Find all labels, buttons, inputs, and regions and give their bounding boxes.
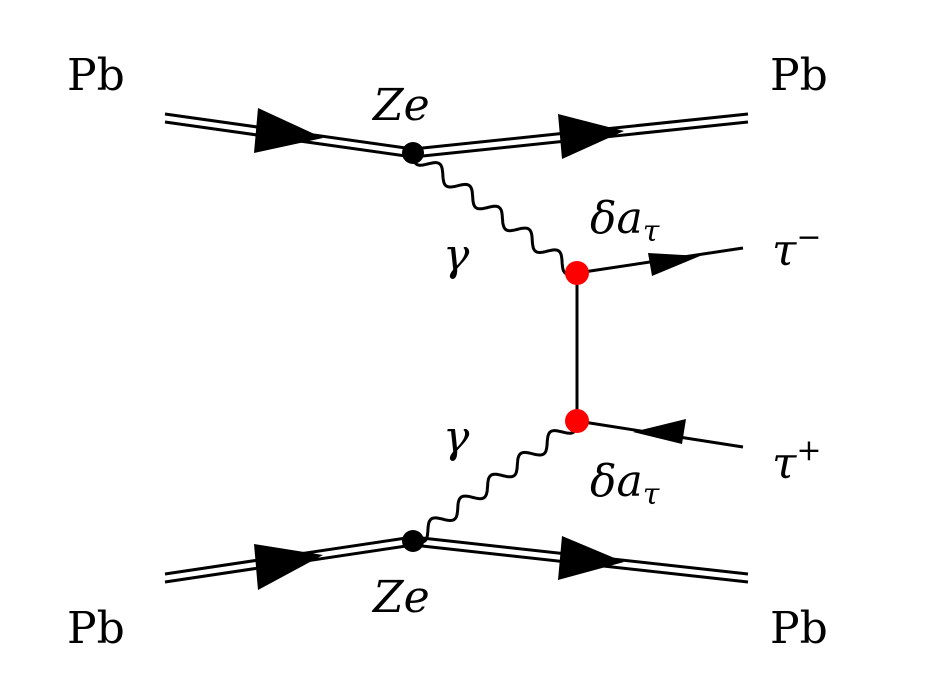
arrow-pb-top-out (558, 114, 624, 159)
delta-a-text: δa (590, 456, 643, 507)
vertex-pb-top (402, 142, 424, 164)
label-delta-a-tau-bottom: δaτ (590, 456, 660, 512)
tau-subscript: τ (643, 214, 660, 249)
label-pb-bottom-left: Pb (67, 603, 125, 654)
label-ze-top: Ze (371, 80, 430, 131)
tau-subscript: τ (643, 477, 660, 512)
arrow-tau-plus (633, 419, 686, 444)
photon-bottom (412, 420, 579, 544)
tau-text: τ (772, 438, 797, 489)
label-tau-minus: τ− (772, 220, 821, 276)
plus-superscript: + (796, 433, 821, 468)
photon-top (411, 152, 578, 276)
label-gamma-bottom: γ (443, 412, 470, 463)
vertex-tau-bottom (565, 409, 589, 433)
label-gamma-top: γ (443, 230, 470, 281)
minus-superscript: − (796, 220, 821, 255)
vertex-tau-top (565, 261, 589, 285)
label-ze-bottom: Ze (371, 572, 430, 623)
tau-text: τ (772, 225, 797, 276)
arrow-tau-minus (648, 253, 700, 276)
label-delta-a-tau-top: δaτ (590, 193, 660, 249)
label-pb-top-right: Pb (770, 50, 828, 101)
arrow-pb-bottom-out (558, 536, 624, 580)
label-tau-plus: τ+ (772, 433, 821, 489)
vertex-pb-bottom (402, 530, 424, 552)
delta-a-text: δa (590, 193, 643, 244)
arrow-pb-bottom-in (254, 544, 323, 590)
label-pb-top-left: Pb (67, 50, 125, 101)
label-pb-bottom-right: Pb (770, 603, 828, 654)
arrow-pb-top-in (254, 108, 323, 153)
